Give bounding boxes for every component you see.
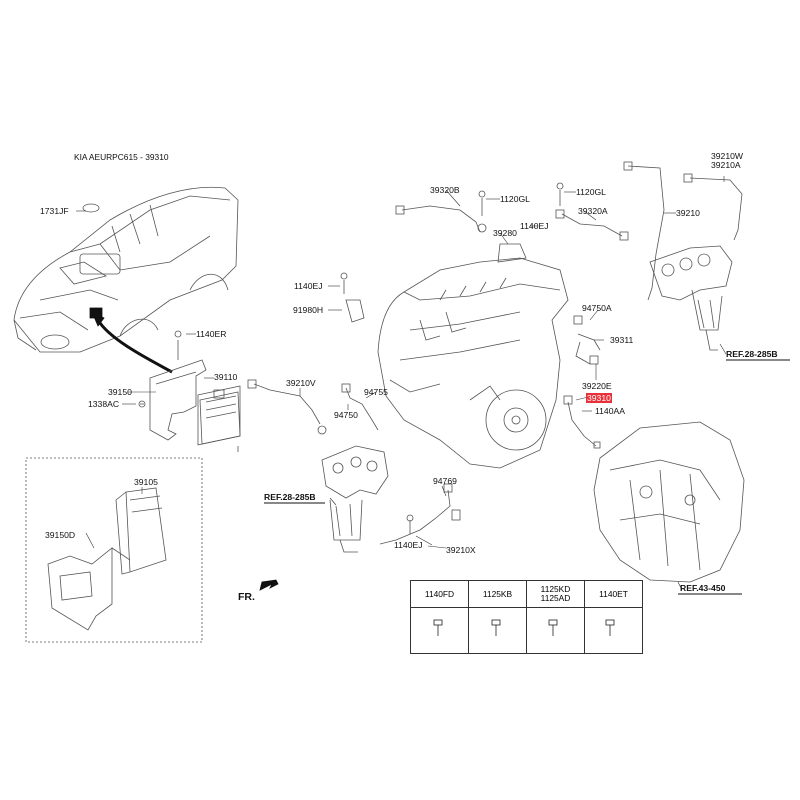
fastener-header-1125KB[interactable]: 1125KB: [468, 580, 527, 608]
fastener-cell-1140ET: [584, 607, 643, 654]
fastener-cell-1125KB: [468, 607, 527, 654]
part-label-39150D[interactable]: 39150D: [45, 530, 76, 540]
part-label-39320A[interactable]: 39320A: [578, 206, 608, 216]
part-label-1120GL-right[interactable]: 1120GL: [576, 187, 606, 197]
part-label-94750[interactable]: 94750: [334, 410, 358, 420]
part-label-1338AC[interactable]: 1338AC: [88, 399, 120, 409]
diagram-title: KIA AEURPC615 - 39310: [74, 152, 169, 162]
fastener-header-1140FD[interactable]: 1140FD: [410, 580, 469, 608]
part-label-1731JF[interactable]: 1731JF: [40, 206, 69, 216]
part-label-39210W[interactable]: 39210W: [711, 151, 744, 161]
part-label-39280[interactable]: 39280: [493, 228, 517, 238]
part-label-39105[interactable]: 39105: [134, 477, 158, 487]
reference-link-285B-left[interactable]: REF.28-285B: [264, 492, 316, 502]
part-label-39150[interactable]: 39150: [108, 387, 132, 397]
fastener-cell-1140FD: [410, 607, 469, 654]
engine-illustration: [377, 257, 569, 469]
ecu-alternate: [47, 487, 167, 631]
transmission-illustration: [593, 421, 745, 583]
part-label-39210[interactable]: 39210: [676, 208, 700, 218]
leader-lines: [76, 176, 727, 591]
part-label-1120GL-left[interactable]: 1120GL: [500, 194, 530, 204]
part-label-94750A[interactable]: 94750A: [582, 303, 612, 313]
part-label-39220E[interactable]: 39220E: [582, 381, 612, 391]
part-label-94755[interactable]: 94755: [364, 387, 388, 397]
oxygen-sensors: [247, 161, 743, 545]
exhaust-manifold-left: [321, 445, 389, 553]
reference-link-43-450[interactable]: REF.43-450: [680, 583, 726, 593]
part-label-39311[interactable]: 39311: [610, 335, 634, 345]
part-label-91980H[interactable]: 91980H: [293, 305, 324, 315]
reference-link-285B-right[interactable]: REF.28-285B: [726, 349, 778, 359]
part-label-39210V[interactable]: 39210V: [286, 378, 316, 388]
vehicle-illustration: [13, 186, 239, 353]
fastener-header-1140ET[interactable]: 1140ET: [584, 580, 643, 608]
part-label-1140ER[interactable]: 1140ER: [196, 329, 227, 339]
part-label-1140AA[interactable]: 1140AA: [595, 406, 625, 416]
front-direction-arrow-icon: [259, 579, 279, 591]
ecu-assembly: [138, 330, 241, 452]
part-label-94769[interactable]: 94769: [433, 476, 457, 486]
exhaust-manifold-right: [649, 245, 733, 351]
part-label-39210A[interactable]: 39210A: [711, 160, 741, 170]
part-label-1140EJ-mid[interactable]: 1140EJ: [294, 281, 323, 291]
part-label-1140EJ-bottom[interactable]: 1140EJ: [394, 540, 423, 550]
part-label-1140EJ-top[interactable]: 1140EJ: [520, 221, 549, 231]
part-label-39110[interactable]: 39110: [214, 372, 238, 382]
part-label-39210X[interactable]: 39210X: [446, 545, 476, 555]
part-label-39320B[interactable]: 39320B: [430, 185, 460, 195]
part-label-39310-highlighted[interactable]: 39310: [586, 393, 612, 403]
fastener-cell-1125KD: [526, 607, 585, 654]
front-direction-label: FR.: [238, 591, 255, 603]
